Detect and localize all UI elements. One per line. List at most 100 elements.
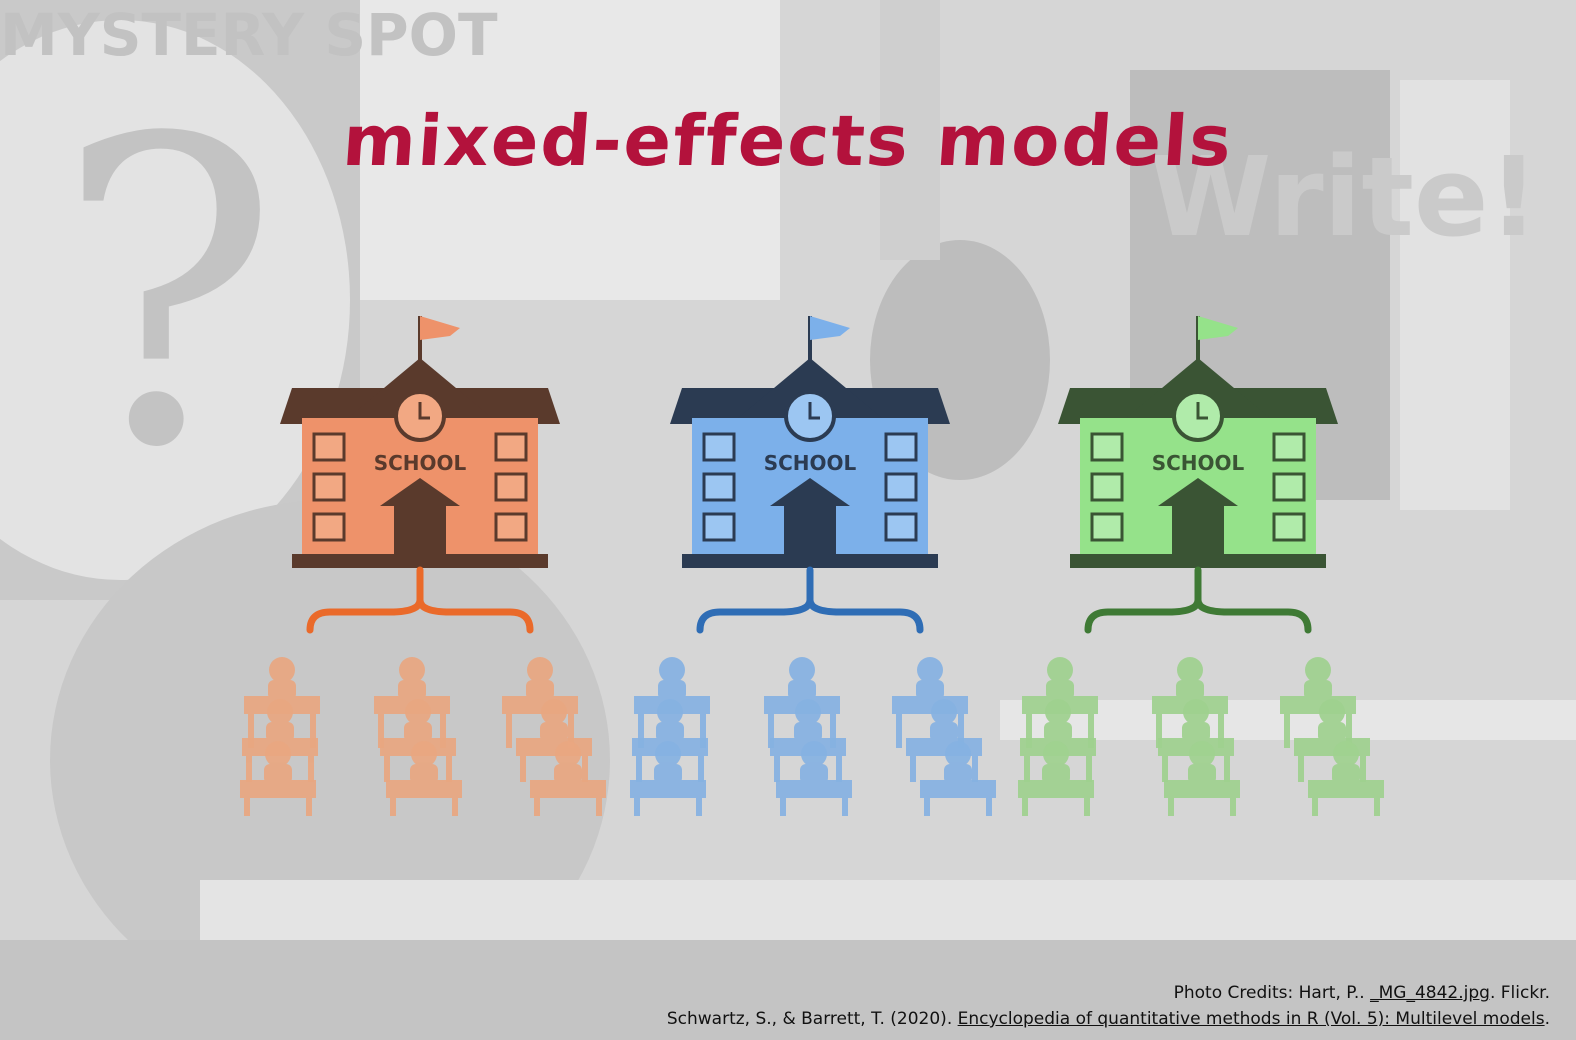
student-body [944,764,972,784]
student-head [1189,741,1215,767]
desk-top [1018,780,1094,798]
door-canopy [1158,478,1238,506]
photo-credit-prefix: Photo Credits: Hart, P.. [1173,983,1371,1003]
student-head [555,741,581,767]
desk-leg [378,714,384,748]
student-head [1177,657,1203,683]
window [702,472,736,502]
student-body [540,722,568,742]
student-body [1332,764,1360,784]
desk-leg [1312,798,1318,816]
desk-leg [1168,798,1174,816]
door-canopy [380,478,460,506]
photo-credit-link[interactable]: _MG_4842.jpg [1370,983,1490,1003]
citation-link[interactable]: Encyclopedia of quantitative methods in … [957,1009,1545,1029]
desk-leg [390,798,396,816]
desk-leg [1346,714,1352,748]
desk-leg [924,798,930,816]
school-cluster-blue: SCHOOL [620,300,1000,860]
student-body [930,722,958,742]
desk-leg [1374,798,1380,816]
window [702,512,736,542]
student-head [917,657,943,683]
desk-leg [582,756,588,782]
desk-leg [506,714,512,748]
building-base [292,554,548,568]
school-diagram: SCHOOL [240,316,606,816]
window [702,432,736,462]
student-body [656,722,684,742]
school-label: SCHOOL [764,451,857,475]
student-body [1318,722,1346,742]
student-head [801,741,827,767]
student-desk-icon [1020,699,1096,782]
student-body [526,680,554,700]
window [1272,512,1306,542]
desk-leg [520,756,526,782]
student-desk-icon [1164,741,1240,816]
school-diagram: SCHOOL [1018,316,1384,816]
citation-suffix: . [1544,1009,1550,1029]
desk-leg [310,714,316,748]
desk-top [776,780,852,798]
window [1272,472,1306,502]
student-desk-icon [920,741,996,816]
student-body [1042,764,1070,784]
student-head [527,657,553,683]
desk-top [630,780,706,798]
desk-leg [1156,714,1162,748]
branch-connector [306,566,534,634]
desk-top [1164,780,1240,798]
student-desk-icon [240,741,316,816]
student-desk-icon [1022,657,1098,748]
student-body [410,764,438,784]
student-body [266,722,294,742]
student-head [1043,741,1069,767]
building-base [682,554,938,568]
student-head [265,741,291,767]
desk-leg [698,756,704,782]
desk-leg [1022,798,1028,816]
student-head [789,657,815,683]
window [1090,512,1124,542]
desk-leg [568,714,574,748]
desk-leg [452,798,458,816]
student-head [1333,741,1359,767]
desk-leg [842,798,848,816]
window [1272,432,1306,462]
student-body [1044,722,1072,742]
student-desk-icon [770,699,846,782]
citation-prefix: Schwartz, S., & Barrett, T. (2020). [666,1009,958,1029]
student-body [654,764,682,784]
student-body [916,680,944,700]
desk-top [920,780,996,798]
student-body [554,764,582,784]
student-head [1045,699,1071,725]
desk-leg [1284,714,1290,748]
desk-leg [636,756,642,782]
student-body [1304,680,1332,700]
desk-leg [774,756,780,782]
student-desk-icon [1018,741,1094,816]
desk-top [386,780,462,798]
desk-top [530,780,606,798]
student-body [788,680,816,700]
background-poster-text: Write! [1150,133,1539,261]
desk-top [240,780,316,798]
desk-leg [780,798,786,816]
school-building-icon: SCHOOL [280,316,560,568]
door [1172,506,1224,554]
student-head [405,699,431,725]
student-head [1319,699,1345,725]
school-building-icon: SCHOOL [670,316,950,568]
clock-hands [808,402,820,420]
window [312,512,346,542]
school-cluster-green: SCHOOL [1008,300,1388,860]
desk-leg [248,714,254,748]
desk-leg [1230,798,1236,816]
desk-leg [534,798,540,816]
desk-top [1308,780,1384,798]
student-desk-icon [764,657,840,748]
branch-connector [696,566,924,634]
student-head [655,741,681,767]
